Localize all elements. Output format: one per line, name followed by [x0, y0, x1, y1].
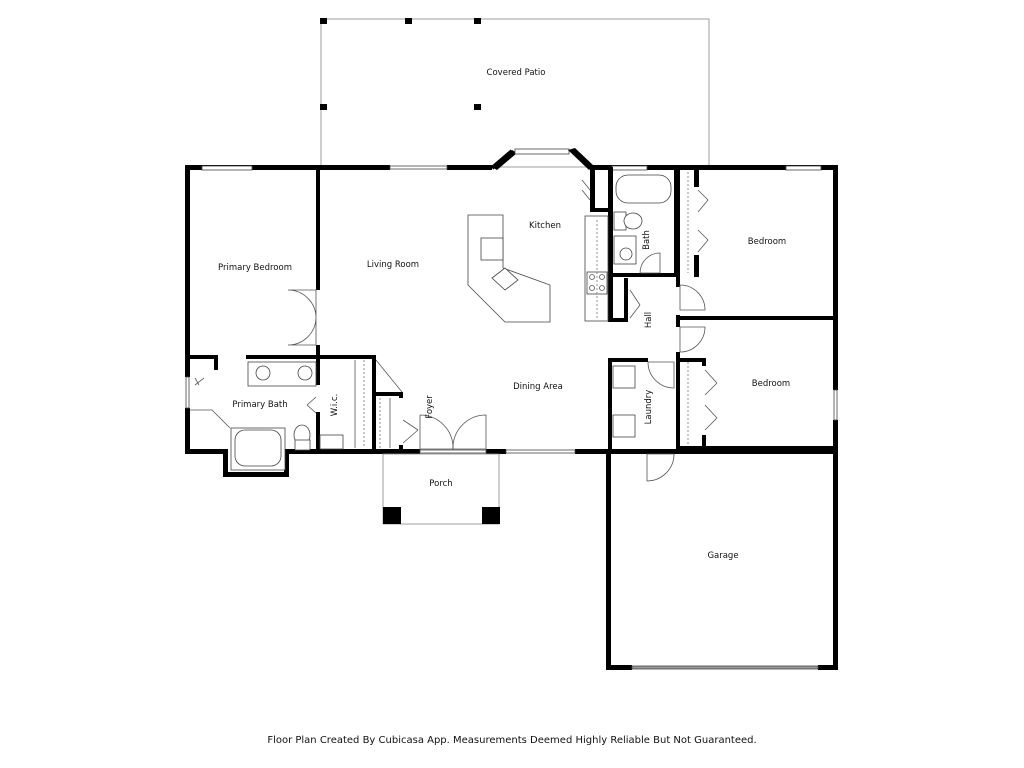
windows [185, 148, 838, 670]
label-porch: Porch [429, 479, 452, 489]
interior-walls [185, 167, 836, 453]
label-garage: Garage [707, 551, 738, 561]
label-bath: Bath [642, 230, 652, 250]
room-labels: Covered Patio Primary Bedroom Living Roo… [218, 68, 790, 561]
label-hall: Hall [644, 312, 654, 328]
label-wic: W.i.c. [330, 394, 340, 417]
fixtures [190, 172, 718, 482]
label-living-room: Living Room [367, 260, 419, 270]
label-primary-bedroom: Primary Bedroom [218, 263, 292, 273]
label-bedroom-1: Bedroom [748, 237, 786, 247]
disclaimer-footer: Floor Plan Created By Cubicasa App. Meas… [267, 735, 757, 746]
label-covered-patio: Covered Patio [487, 68, 546, 78]
label-foyer: Foyer [425, 395, 435, 419]
label-bedroom-2: Bedroom [752, 379, 790, 389]
exterior-walls [185, 165, 838, 670]
label-kitchen: Kitchen [529, 221, 561, 231]
label-dining-area: Dining Area [513, 382, 563, 392]
label-primary-bath: Primary Bath [232, 400, 287, 410]
label-laundry: Laundry [644, 390, 654, 425]
covered-patio-outline [320, 18, 710, 168]
porch-outline [382, 453, 500, 525]
